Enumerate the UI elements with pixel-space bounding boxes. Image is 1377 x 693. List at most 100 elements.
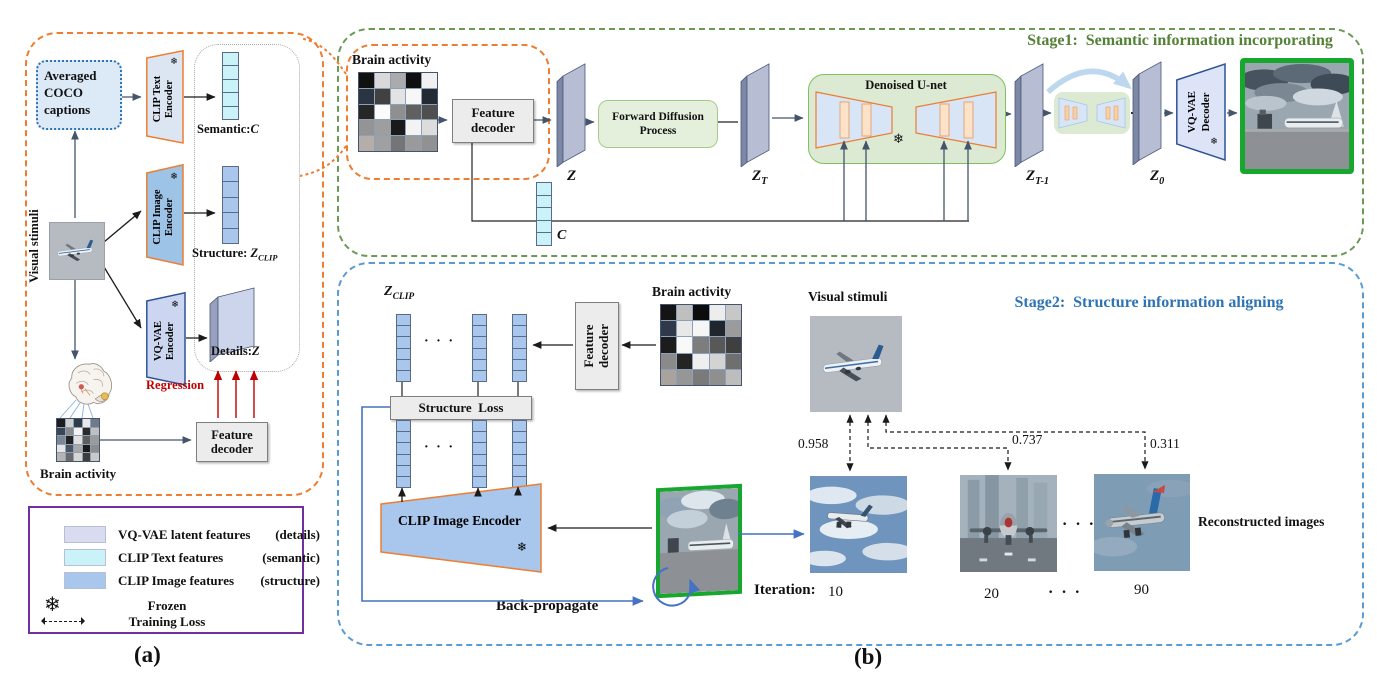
grid-cell xyxy=(57,427,65,436)
zclip-bar-top-3 xyxy=(512,314,527,382)
feature-cell xyxy=(223,106,238,120)
feature-cell xyxy=(513,326,526,337)
feature-cell xyxy=(473,454,486,465)
grid-cell xyxy=(709,337,725,353)
feature-cell xyxy=(473,359,486,370)
z-label: Z xyxy=(567,168,577,184)
grid-cell xyxy=(359,73,374,88)
grid-cell xyxy=(677,337,693,353)
grid-cell xyxy=(91,453,99,461)
visual-stimuli-label-s2: Visual stimuli xyxy=(808,289,888,304)
recon-iter90 xyxy=(1094,474,1190,571)
grid-cell xyxy=(91,419,99,427)
feature-cell xyxy=(537,220,551,233)
frozen-icon: ❄ xyxy=(893,132,904,147)
mini-unet xyxy=(1054,92,1130,134)
zclip-bar-bottom-1 xyxy=(396,420,411,488)
grid-cell xyxy=(374,120,390,136)
clip-image-encoder-s2: CLIP Image Encoder ❄ xyxy=(380,483,542,573)
grid-cell xyxy=(359,120,374,136)
zclip-bar-top-2 xyxy=(472,314,487,382)
brain-activity-grid-s1 xyxy=(358,72,438,152)
frozen-icon: ❄ xyxy=(170,172,178,182)
semantic-label: Semantic:C xyxy=(197,122,259,136)
iteration-10: 10 xyxy=(828,584,843,600)
clip-image-encoder: CLIP Image Encoder ❄ xyxy=(146,164,184,266)
feature-cell xyxy=(223,93,238,106)
denoised-unet-title: Denoised U-net xyxy=(865,78,947,92)
grid-cell xyxy=(406,73,422,88)
feature-cell xyxy=(537,208,551,220)
feature-cell xyxy=(513,443,526,454)
iteration-label: Iteration: xyxy=(754,582,816,598)
c-label-s1: C xyxy=(557,228,567,243)
grid-cell xyxy=(74,419,82,427)
structure-loss-box: Structure Loss xyxy=(390,396,532,420)
feature-cell xyxy=(513,348,526,359)
zclip-bar-bottom-2 xyxy=(472,420,487,488)
feature-cell xyxy=(397,454,410,465)
grid-cell xyxy=(57,419,65,427)
feature-cell xyxy=(397,421,410,432)
structure-label: Structure: ZCLIP xyxy=(192,246,278,263)
grid-cell xyxy=(390,120,406,136)
averaged-coco-captions-box: Averaged COCO captions xyxy=(36,60,122,130)
brain-activity-grid-s2 xyxy=(660,304,742,386)
grid-cell xyxy=(677,353,693,369)
legend-frozen-label: Frozen xyxy=(147,598,187,613)
panel-a-caption: (a) xyxy=(134,642,161,667)
feature-cell xyxy=(473,370,486,382)
grid-cell xyxy=(725,305,741,321)
grid-cell xyxy=(693,369,709,385)
grid-cell xyxy=(74,436,82,444)
brain-activity-label-s1: Brain activity xyxy=(352,52,432,67)
grid-cell xyxy=(91,436,99,444)
grid-cell xyxy=(57,436,65,444)
grid-cell xyxy=(91,444,99,453)
feature-cell xyxy=(513,465,526,476)
grid-cell xyxy=(422,88,437,104)
frozen-icon: ❄ xyxy=(517,540,527,554)
grid-cell xyxy=(709,369,725,385)
recon-iter20 xyxy=(960,475,1057,572)
grid-cell xyxy=(91,427,99,436)
panel-b-caption: (b) xyxy=(854,644,883,669)
grid-cell xyxy=(693,337,709,353)
svg-text:CLIP Image Encoder: CLIP Image Encoder xyxy=(398,513,521,528)
zclip-bar-bottom-3 xyxy=(512,420,527,488)
airplane-photo xyxy=(50,223,104,279)
grid-cell xyxy=(725,337,741,353)
zclip-bar-top-1 xyxy=(396,314,411,382)
reconstructed-airplane-ground xyxy=(660,487,738,595)
forward-diffusion-box: Forward Diffusion Process xyxy=(598,100,718,148)
optimized-image-s2 xyxy=(656,483,742,599)
iteration-20: 20 xyxy=(984,586,999,602)
svg-text:Encoder: Encoder xyxy=(164,80,175,118)
details-feature-slab xyxy=(209,287,255,362)
feature-cell xyxy=(223,79,238,93)
grid-cell xyxy=(677,305,693,321)
ellipsis-bottom-bars: · · · xyxy=(424,440,456,455)
grid-cell xyxy=(422,136,437,151)
grid-cell xyxy=(65,453,74,461)
stage1-title: Stage1: Semantic information incorporati… xyxy=(1027,32,1333,49)
grid-cell xyxy=(661,353,677,369)
stage1-brain-subbox xyxy=(346,44,550,180)
grid-cell xyxy=(709,321,725,337)
grid-cell xyxy=(74,444,82,453)
feature-cell xyxy=(397,370,410,382)
grid-cell xyxy=(82,453,91,461)
grid-cell xyxy=(74,453,82,461)
panel-a-outline xyxy=(25,32,324,496)
legend-training-loss-label: Training Loss xyxy=(128,614,206,629)
grid-cell xyxy=(374,88,390,104)
grid-cell xyxy=(406,104,422,120)
grid-cell xyxy=(374,104,390,120)
brain-activity-grid-a xyxy=(56,418,100,462)
grid-cell xyxy=(82,427,91,436)
grid-cell xyxy=(725,321,741,337)
structure-feature-bar xyxy=(222,166,239,244)
visual-stimuli-image-s2 xyxy=(810,316,902,412)
unet-trapezoids xyxy=(815,91,997,149)
